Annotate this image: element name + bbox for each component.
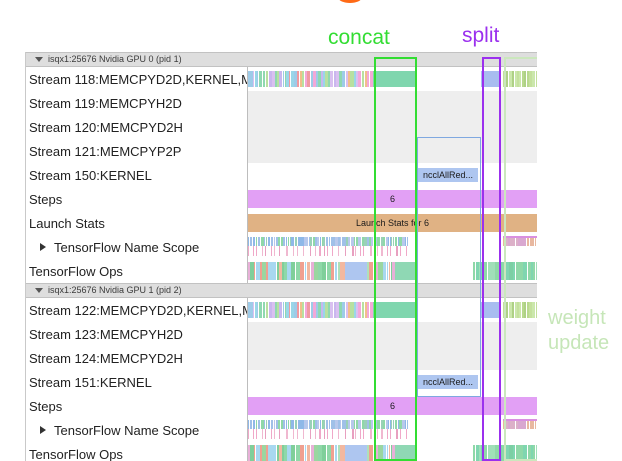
row-label-text: TensorFlow Ops (29, 446, 123, 461)
group-header-label: isqx1:25676 Nvidia GPU 0 (pid 1) (48, 54, 182, 64)
row-label-cell[interactable]: Stream 150:KERNEL (26, 163, 248, 187)
row-label-text: Steps (29, 398, 63, 414)
timeline-track[interactable] (248, 91, 537, 115)
timeline-track[interactable] (248, 235, 537, 259)
group-header-gpu-1[interactable]: isqx1:25676 Nvidia GPU 1 (pid 2) (26, 283, 537, 298)
row-label-cell[interactable]: TensorFlow Ops (26, 259, 248, 283)
nccl-allreduce-slice[interactable]: ncclAllRed... (418, 168, 478, 182)
chevron-right-icon[interactable] (40, 243, 46, 251)
group-header-gpu-0[interactable]: isqx1:25676 Nvidia GPU 0 (pid 1) (26, 52, 537, 67)
row-label-cell[interactable]: Steps (26, 394, 248, 418)
row-label-text: Stream 121:MEMCPYP2P (29, 143, 182, 159)
annotation-weight-update-line1: weight (548, 307, 606, 329)
annotation-weight-update: weight update (548, 306, 609, 356)
chevron-down-icon[interactable] (35, 57, 43, 62)
row-label-cell[interactable]: Stream 119:MEMCPYH2D (26, 91, 248, 115)
row-label-text: Stream 122:MEMCPYD2D,KERNEL,MI (29, 302, 248, 318)
timeline-row[interactable]: TensorFlow Name Scope (26, 235, 537, 259)
row-label-cell[interactable]: TensorFlow Name Scope (26, 235, 248, 259)
chevron-down-icon[interactable] (35, 288, 43, 293)
timeline-row[interactable]: Stream 119:MEMCPYH2D (26, 91, 537, 115)
row-label-text: Stream 150:KERNEL (29, 167, 152, 183)
name-scope-stripes-bottom (248, 246, 537, 256)
timeline-row[interactable]: Launch Stats Launch Stats for 6 (26, 211, 537, 235)
row-label-cell[interactable]: Steps (26, 187, 248, 211)
row-label-cell[interactable]: Stream 118:MEMCPYD2D,KERNEL,MI (26, 67, 248, 91)
timeline-row[interactable]: Stream 151:KERNEL ncclAllRed... (26, 370, 537, 394)
name-scope-stripes-bottom (248, 429, 537, 439)
ops-stripes (248, 262, 537, 280)
timeline-row[interactable]: TensorFlow Ops (26, 442, 537, 461)
row-label-cell[interactable]: TensorFlow Name Scope (26, 418, 248, 442)
row-label-cell[interactable]: Stream 120:MEMCPYD2H (26, 115, 248, 139)
step-bar[interactable]: 6 (248, 190, 537, 208)
orange-marker-icon (339, 0, 361, 3)
name-scope-stripes-top (248, 237, 537, 246)
row-label-text: Steps (29, 191, 63, 207)
row-label-text: TensorFlow Name Scope (54, 422, 200, 438)
annotation-weight-update-line2: update (548, 332, 610, 354)
timeline-track[interactable] (248, 442, 537, 461)
row-label-text: Stream 119:MEMCPYH2D (29, 95, 182, 111)
row-label-cell[interactable]: Launch Stats (26, 211, 248, 235)
row-label-cell[interactable]: Stream 122:MEMCPYD2D,KERNEL,MI (26, 298, 248, 322)
timeline-track[interactable] (248, 418, 537, 442)
timeline-row[interactable]: Stream 122:MEMCPYD2D,KERNEL,MI (26, 298, 537, 322)
row-label-text: Stream 151:KERNEL (29, 374, 152, 390)
step-bar[interactable]: 6 (248, 397, 537, 415)
row-label-text: Stream 123:MEMCPYH2D (29, 326, 183, 342)
group-header-label: isqx1:25676 Nvidia GPU 1 (pid 2) (48, 285, 182, 295)
timeline-row[interactable]: Stream 123:MEMCPYH2D (26, 322, 537, 346)
timeline-track[interactable] (248, 139, 537, 163)
annotation-concat: concat (328, 26, 390, 49)
chevron-right-icon[interactable] (40, 426, 46, 434)
row-label-text: Stream 118:MEMCPYD2D,KERNEL,MI (29, 71, 248, 87)
timeline-track[interactable] (248, 322, 537, 346)
timeline-row[interactable]: Stream 120:MEMCPYD2H (26, 115, 537, 139)
activity-stripes (248, 71, 537, 87)
timeline-track[interactable]: ncclAllRed... (248, 163, 537, 187)
row-label-cell[interactable]: Stream 124:MEMCPYD2H (26, 346, 248, 370)
name-scope-stripes-top (248, 420, 537, 429)
timeline-track[interactable] (248, 259, 537, 283)
row-label-text: Launch Stats (29, 215, 105, 231)
annotation-split: split (462, 24, 500, 47)
row-label-cell[interactable]: TensorFlow Ops (26, 442, 248, 461)
timeline-panel[interactable]: isqx1:25676 Nvidia GPU 0 (pid 1) Stream 1… (25, 52, 537, 461)
timeline-row[interactable]: Stream 118:MEMCPYD2D,KERNEL,MI (26, 67, 537, 91)
timeline-track[interactable]: 6 (248, 394, 537, 418)
row-label-cell[interactable]: Stream 123:MEMCPYH2D (26, 322, 248, 346)
activity-stripes (248, 302, 537, 318)
row-label-text: TensorFlow Ops (29, 263, 123, 279)
ops-stripes (248, 445, 537, 461)
timeline-row[interactable]: TensorFlow Name Scope (26, 418, 537, 442)
row-label-cell[interactable]: Stream 151:KERNEL (26, 370, 248, 394)
timeline-row[interactable]: Steps 6 (26, 187, 537, 211)
timeline-track[interactable]: Launch Stats for 6 (248, 211, 537, 235)
timeline-track[interactable] (248, 298, 537, 322)
row-label-text: TensorFlow Name Scope (54, 239, 200, 255)
timeline-row[interactable]: TensorFlow Ops (26, 259, 537, 283)
row-label-text: Stream 124:MEMCPYD2H (29, 350, 183, 366)
nccl-allreduce-slice[interactable]: ncclAllRed... (418, 375, 478, 389)
timeline-row[interactable]: Stream 150:KERNEL ncclAllRed... (26, 163, 537, 187)
timeline-track[interactable]: 6 (248, 187, 537, 211)
timeline-track[interactable] (248, 346, 537, 370)
timeline-track[interactable]: ncclAllRed... (248, 370, 537, 394)
timeline-track[interactable] (248, 115, 537, 139)
timeline-row[interactable]: Stream 124:MEMCPYD2H (26, 346, 537, 370)
row-label-cell[interactable]: Stream 121:MEMCPYP2P (26, 139, 248, 163)
launch-stats-bar[interactable]: Launch Stats for 6 (248, 214, 537, 232)
timeline-row[interactable]: Steps 6 (26, 394, 537, 418)
timeline-track[interactable] (248, 67, 537, 91)
timeline-row[interactable]: Stream 121:MEMCPYP2P (26, 139, 537, 163)
row-label-text: Stream 120:MEMCPYD2H (29, 119, 183, 135)
